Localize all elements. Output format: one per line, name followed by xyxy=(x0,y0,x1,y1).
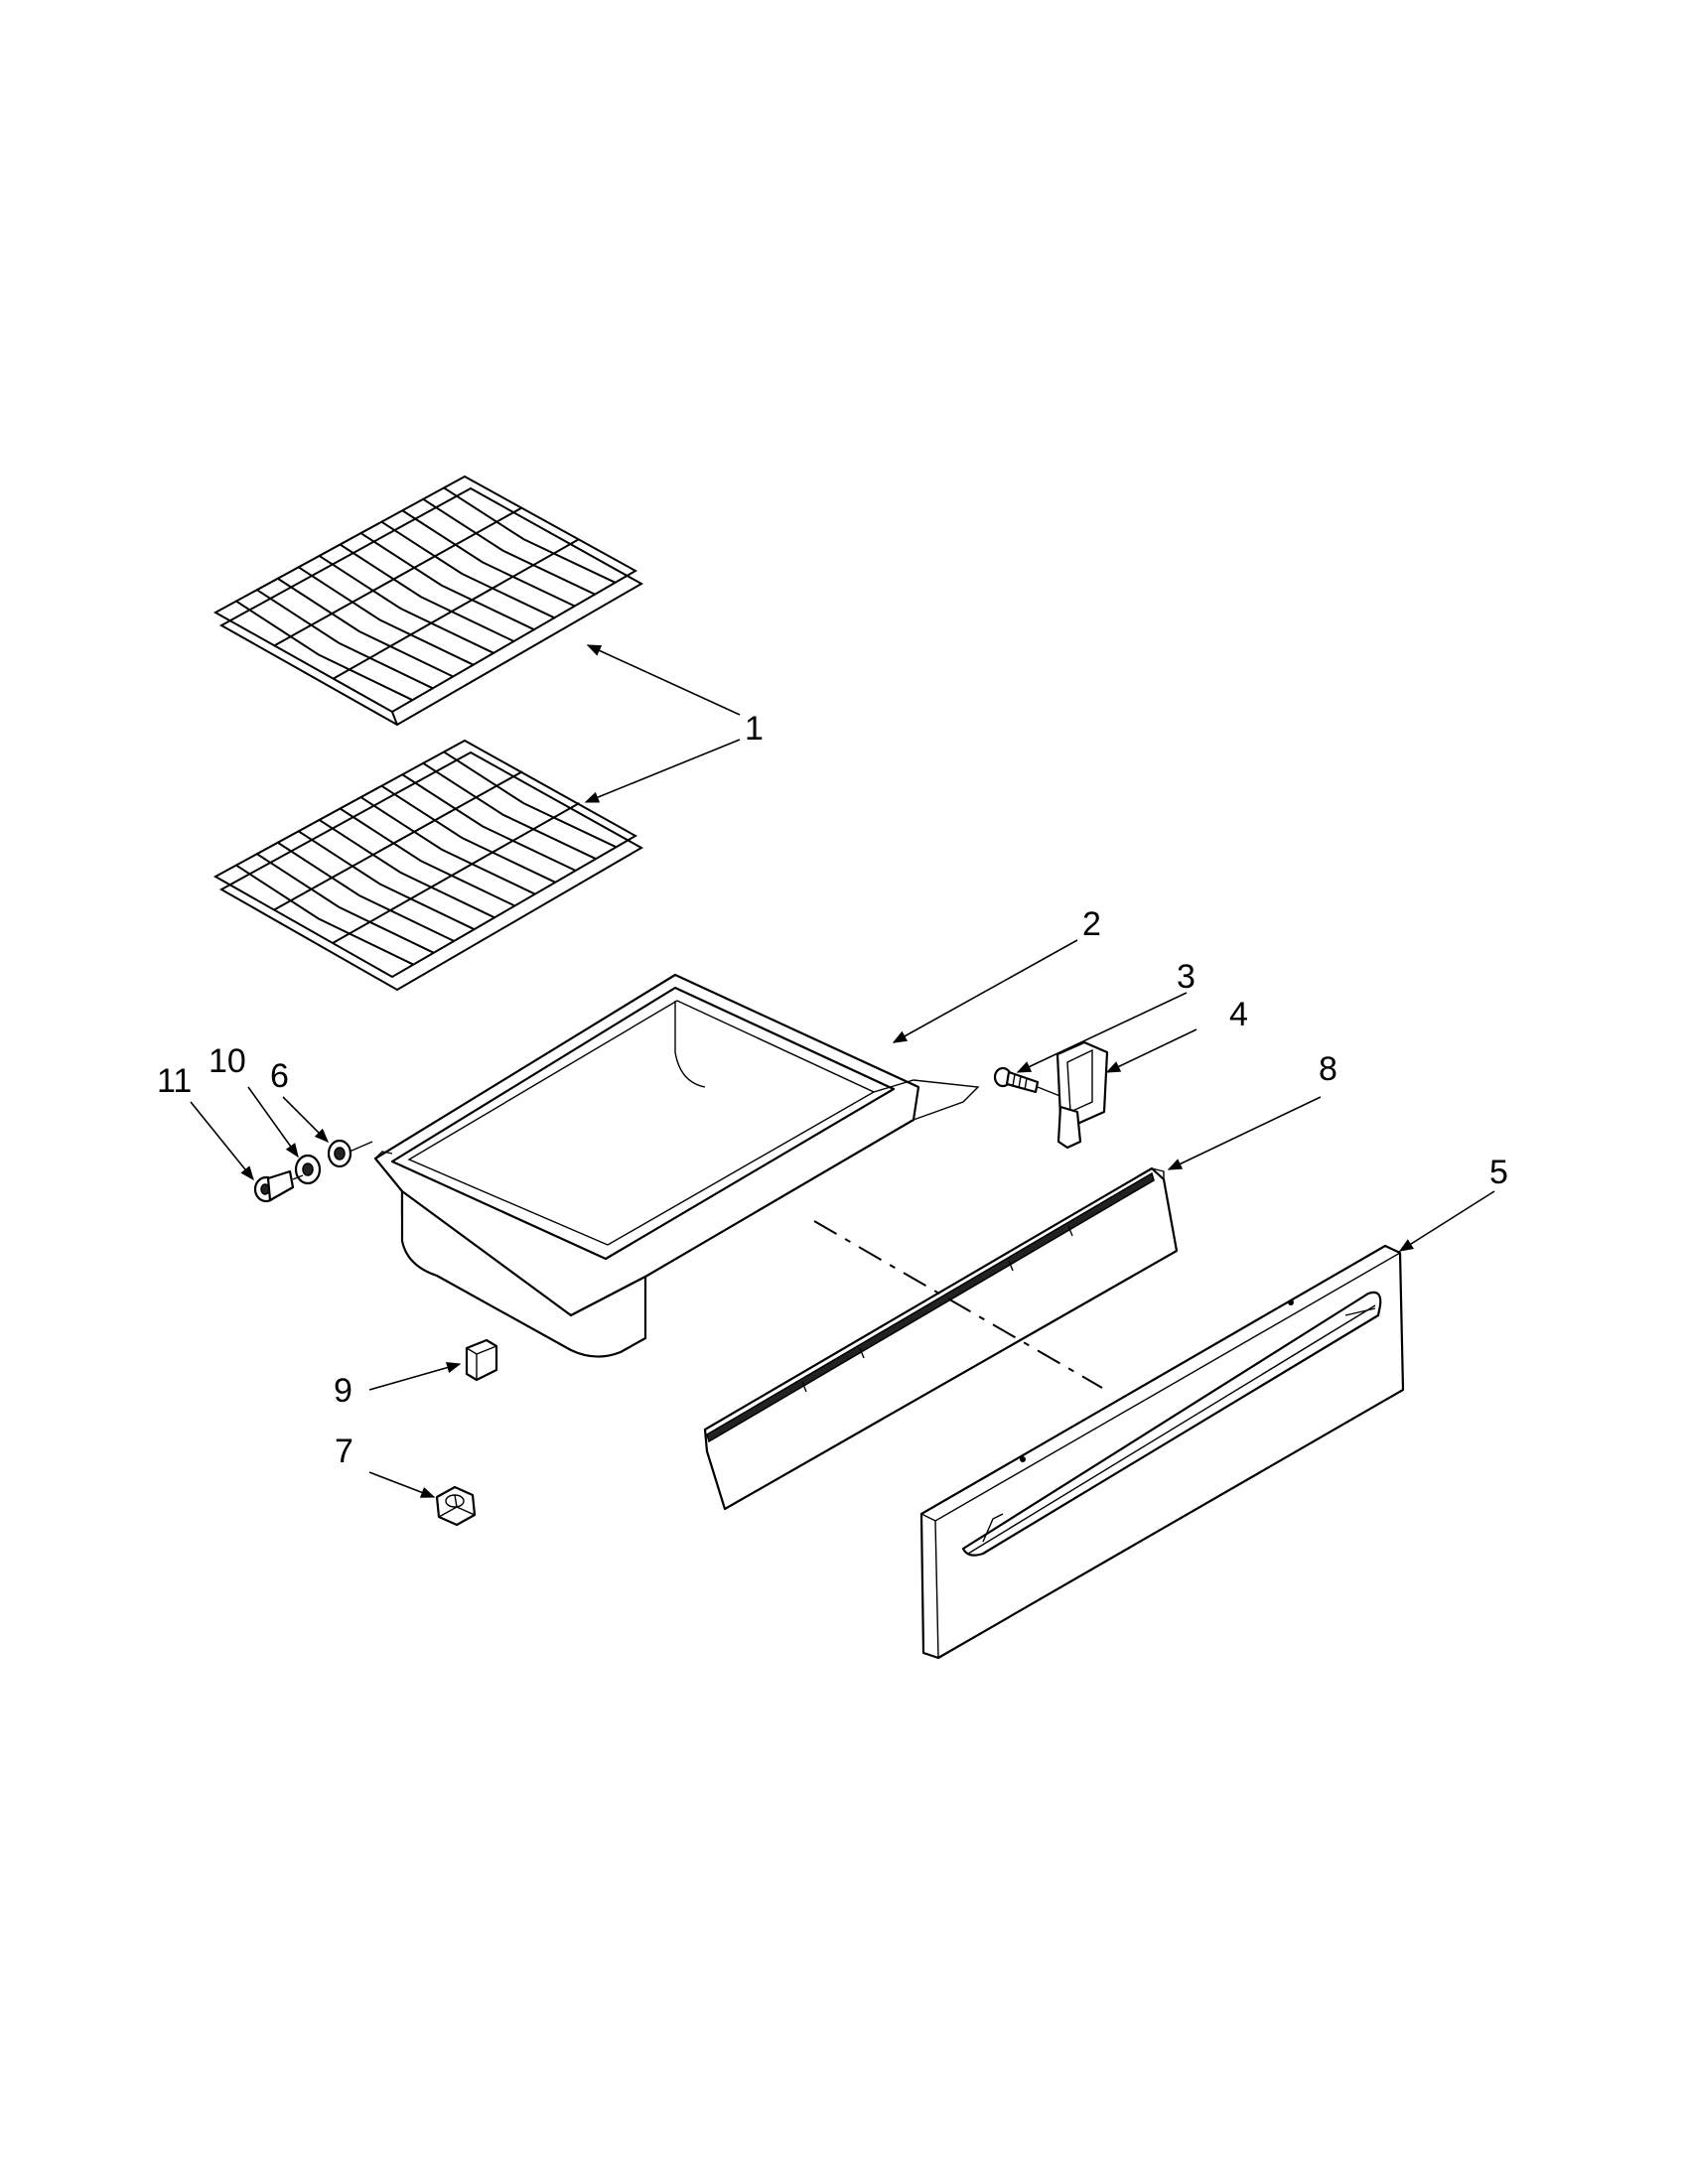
callout-10: 10 xyxy=(209,1042,246,1080)
rack-cross-wire xyxy=(273,770,523,911)
callout-7: 7 xyxy=(335,1433,353,1470)
drawer-front-liner-part-8 xyxy=(703,1166,1179,1511)
rack-wire xyxy=(380,784,556,884)
rack-wire xyxy=(234,600,414,702)
callout-labels: 1 2 3 4 5 6 7 8 9 10 11 xyxy=(157,710,1508,1470)
rack-wire xyxy=(401,509,576,608)
callout-8: 8 xyxy=(1319,1050,1337,1088)
roller-part-11 xyxy=(253,1169,304,1203)
rack-wire xyxy=(380,520,556,619)
rack-wire xyxy=(422,497,597,596)
callout-4: 4 xyxy=(1229,996,1248,1033)
rack-cross-wire xyxy=(273,506,523,647)
oven-rack-lower xyxy=(212,739,644,992)
rack-wire xyxy=(297,830,475,930)
alignment-line xyxy=(813,1220,1103,1389)
oven-rack-upper xyxy=(212,475,644,727)
bracket-part-4 xyxy=(1055,1040,1109,1150)
rack-wire xyxy=(359,532,535,631)
screw-part-3 xyxy=(993,1066,1063,1098)
storage-drawer-pan xyxy=(373,973,980,1358)
rack-cross-wire xyxy=(332,802,580,944)
clip-part-9 xyxy=(465,1338,498,1382)
callout-5: 5 xyxy=(1489,1154,1508,1191)
leader-lines xyxy=(190,644,1495,1498)
rack-wire xyxy=(276,841,455,942)
rack-wire xyxy=(255,853,434,954)
rack-wire xyxy=(443,751,617,848)
washer-part-10 xyxy=(294,1154,322,1185)
rack-wire xyxy=(359,796,535,895)
callout-2: 2 xyxy=(1082,905,1101,943)
callout-6: 6 xyxy=(270,1057,289,1095)
callout-9: 9 xyxy=(334,1372,352,1410)
rack-wire xyxy=(318,554,495,654)
rack-wire xyxy=(234,864,414,966)
rack-wire xyxy=(297,566,475,666)
drawer-front-panel-part-5 xyxy=(919,1244,1405,1660)
rack-wire xyxy=(339,543,515,642)
callout-1: 1 xyxy=(745,710,764,748)
callout-11: 11 xyxy=(157,1062,192,1100)
rack-wire xyxy=(422,761,597,860)
rack-wire xyxy=(318,818,495,918)
rack-wire xyxy=(443,486,617,584)
rack-wire xyxy=(255,589,434,690)
rack-wire xyxy=(339,807,515,906)
bushing-part-6 xyxy=(327,1139,373,1168)
rack-wire xyxy=(276,577,455,678)
rack-wire xyxy=(401,773,576,872)
rack-cross-wire xyxy=(332,538,580,680)
nut-part-7 xyxy=(435,1485,477,1527)
callout-3: 3 xyxy=(1177,958,1196,996)
